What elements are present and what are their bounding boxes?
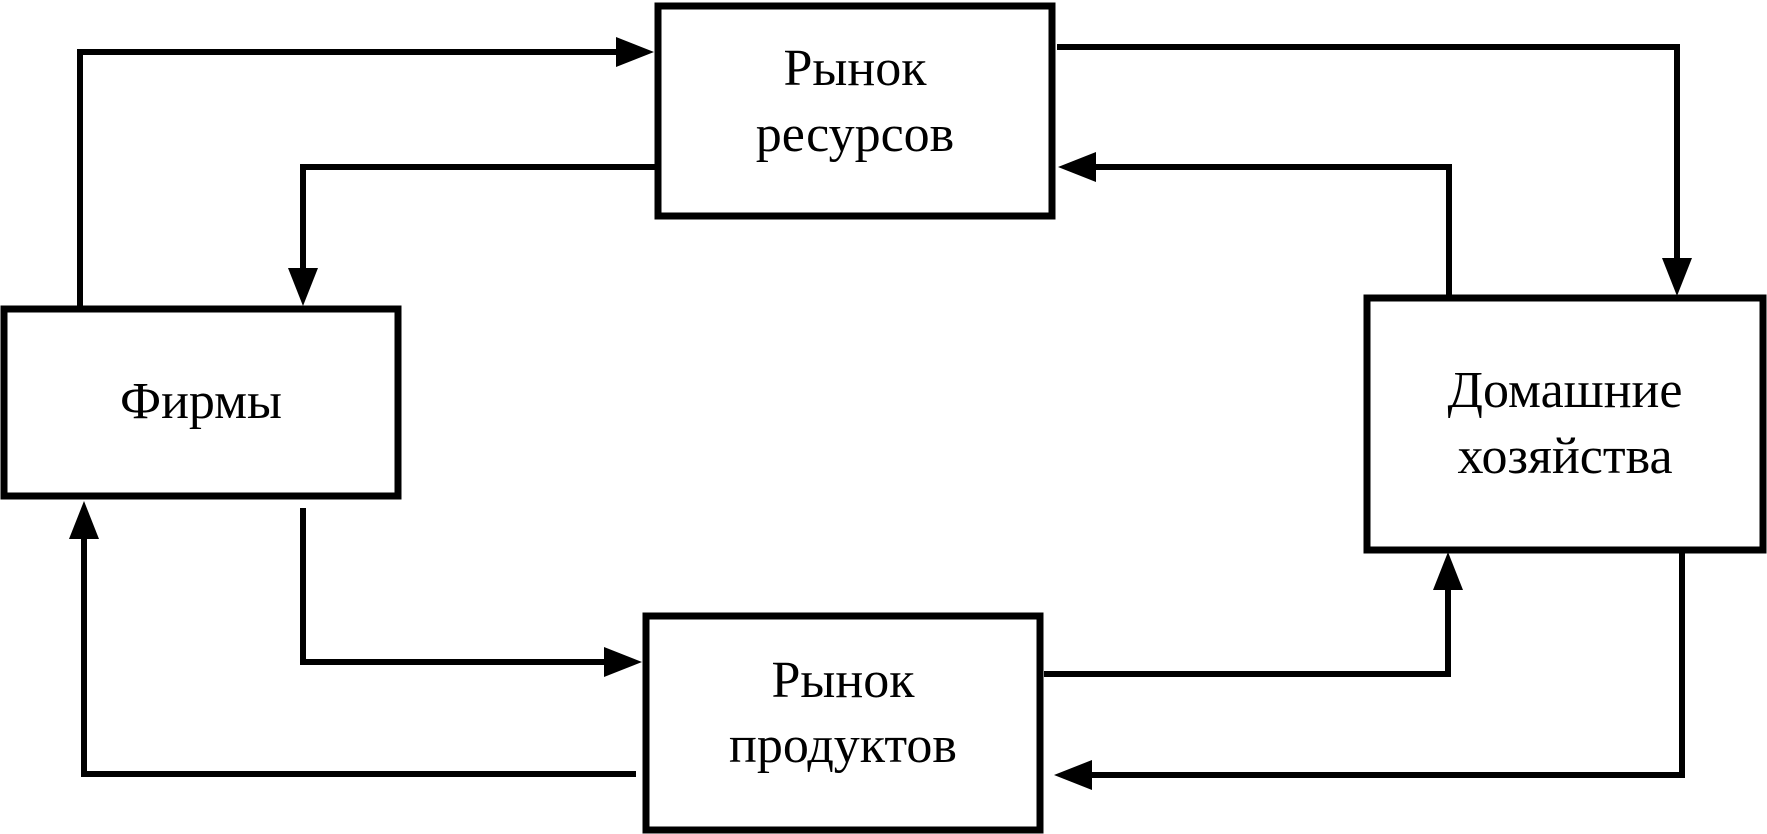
arrow-line <box>1090 553 1685 778</box>
arrow-households-to-product-market <box>1054 553 1685 790</box>
resource-market-label-line1: Рынок <box>784 40 928 97</box>
arrow-head-up <box>1433 552 1463 590</box>
resource-market-box <box>654 2 1056 220</box>
arrow-resource-market-to-firms <box>288 164 658 306</box>
arrow-line <box>81 538 636 777</box>
product-market-box <box>642 612 1044 834</box>
arrow-product-market-to-firms <box>69 501 636 777</box>
arrow-head-up <box>69 501 99 539</box>
firms-label: Фирмы <box>120 373 282 430</box>
arrow-line <box>1044 588 1451 677</box>
resource-market-label-line2: ресурсов <box>756 106 954 163</box>
arrow-head-right <box>604 647 642 677</box>
households-label-line1: Домашние <box>1448 362 1683 419</box>
arrow-head-right <box>616 37 654 67</box>
arrow-product-market-to-households <box>1044 552 1463 677</box>
arrow-line <box>1094 164 1452 298</box>
arrow-head-left <box>1054 760 1092 790</box>
arrow-head-down <box>1662 258 1692 296</box>
product-market-label-line2: продуктов <box>729 717 957 774</box>
firms-node: Фирмы <box>0 305 402 500</box>
arrow-line <box>77 49 620 309</box>
arrow-households-to-resource-market <box>1058 152 1452 298</box>
product-market-label-line1: Рынок <box>772 652 916 709</box>
arrow-line <box>300 164 658 270</box>
arrow-line <box>1057 44 1680 260</box>
arrow-resource-market-to-households <box>1057 44 1692 296</box>
arrow-head-left <box>1058 152 1096 182</box>
households-box <box>1363 294 1767 554</box>
arrow-line <box>300 508 608 665</box>
arrow-firms-to-product-market <box>300 508 642 677</box>
arrow-firms-to-resource-market <box>77 37 654 309</box>
product-market-node: Рынок продуктов <box>642 612 1044 834</box>
households-node: Домашние хозяйства <box>1363 294 1767 554</box>
households-label-line2: хозяйства <box>1457 428 1672 485</box>
resource-market-node: Рынок ресурсов <box>654 2 1056 220</box>
firms-box <box>0 305 402 500</box>
arrow-head-down <box>288 268 318 306</box>
